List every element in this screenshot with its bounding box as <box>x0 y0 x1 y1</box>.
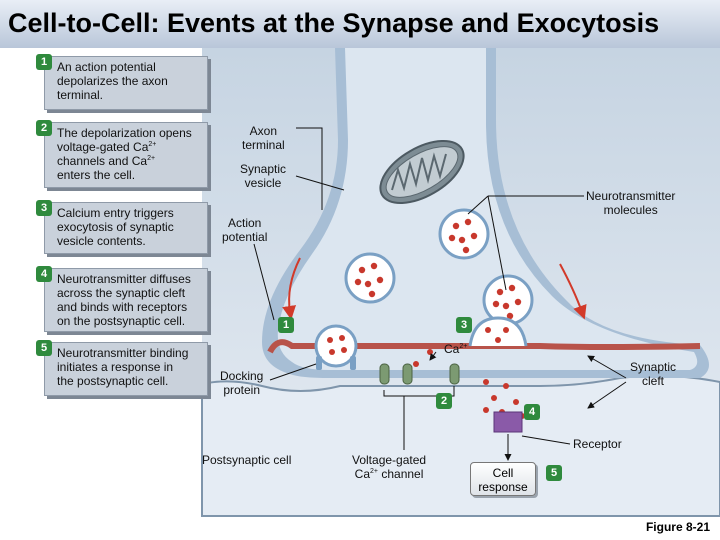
step-4-line: across the synaptic cleft <box>57 286 186 300</box>
step-2-line: enters the cell. <box>57 168 136 182</box>
leader-synaptic-cleft-up <box>587 355 627 379</box>
step-4-line: on the postsynaptic cell. <box>57 314 186 328</box>
step-3-badge: 3 <box>36 200 52 216</box>
receptor <box>493 411 523 433</box>
step-1-box: 1 An action potential depolarizes the ax… <box>36 54 208 110</box>
cell-response-box: Cell response <box>470 462 536 496</box>
step-1-badge: 1 <box>36 54 52 70</box>
step-5-line: initiates a response in <box>57 360 174 374</box>
step-2-badge: 2 <box>36 120 52 136</box>
step-5-box: 5 Neurotransmitter binding initiates a r… <box>36 340 208 396</box>
step-5-badge: 5 <box>36 340 52 356</box>
leader-docking-protein <box>269 363 317 381</box>
label-voltage-gated-channel: Voltage-gated Ca2+ channel <box>352 453 427 481</box>
superscript: 2+ <box>147 155 156 162</box>
superscript: 2+ <box>459 343 468 350</box>
label-receptor: Receptor <box>573 437 622 451</box>
figure-caption: Figure 8-21 <box>645 520 710 534</box>
step-2-box: 2 The depolarization opens voltage-gated… <box>36 120 208 188</box>
action-potential-arrow-left <box>282 257 301 320</box>
step-4-box: 4 Neurotransmitter diffuses across the s… <box>36 266 208 332</box>
step-4-text: Neurotransmitter diffuses across the syn… <box>57 272 203 328</box>
diagram-badge-4: 4 <box>524 404 540 420</box>
leader-synaptic-vesicle <box>295 175 345 191</box>
leader-action-potential <box>253 243 275 321</box>
synaptic-vesicle <box>438 208 490 260</box>
step-2-line: The depolarization opens <box>57 126 192 140</box>
diagram-badge-3: 3 <box>456 317 472 333</box>
step-5-text: Neurotransmitter binding initiates a res… <box>57 346 203 388</box>
action-potential-arrow-right <box>559 263 587 320</box>
docking-protein <box>316 356 356 370</box>
step-5-line: Neurotransmitter binding <box>57 346 189 360</box>
cell-response-line: response <box>478 480 528 494</box>
leader-synaptic-cleft-down <box>587 381 627 409</box>
leader-nt-molecules-a <box>467 195 489 215</box>
step-3-line: vesicle contents. <box>57 234 146 248</box>
mitochondrion <box>379 140 465 204</box>
leader-axon-terminal <box>296 127 323 210</box>
postsynaptic-cell <box>201 374 720 517</box>
step-1-line: An action potential <box>57 60 156 74</box>
step-2-text: The depolarization opens voltage-gated C… <box>57 126 203 182</box>
leader-voltage-gated-channel <box>383 386 455 397</box>
synaptic-vesicle <box>344 252 396 304</box>
step-5-line: the postsynaptic cell. <box>57 374 169 388</box>
leader-nt-molecules-b <box>487 195 507 291</box>
diagram-badge-2: 2 <box>436 393 452 409</box>
synaptic-vesicle <box>482 274 534 326</box>
ca-entry-arrow <box>429 351 437 361</box>
diagram-badge-1: 1 <box>278 317 294 333</box>
page-title: Cell-to-Cell: Events at the Synapse and … <box>8 8 660 38</box>
voltage-gated-channel <box>379 363 460 385</box>
step-1-line: depolarizes the axon <box>57 74 168 88</box>
superscript: 2+ <box>370 468 378 475</box>
step-2-line: channels and Ca <box>57 154 148 168</box>
step-3-text: Calcium entry triggers exocytosis of syn… <box>57 206 203 248</box>
step-3-line: Calcium entry triggers <box>57 206 174 220</box>
step-1-text: An action potential depolarizes the axon… <box>57 60 203 102</box>
step-2-line: voltage-gated Ca <box>57 140 149 154</box>
cell-response-line: Cell <box>492 466 514 480</box>
title-bar <box>0 0 720 48</box>
step-3-box: 3 Calcium entry triggers exocytosis of s… <box>36 200 208 254</box>
presynaptic-membrane <box>267 339 701 354</box>
label-ca: Ca2+ <box>444 342 468 356</box>
label-postsynaptic-cell: Postsynaptic cell <box>202 453 292 467</box>
leader-receptor <box>521 435 571 445</box>
step-4-line: and binds with receptors <box>57 300 188 314</box>
step-4-badge: 4 <box>36 266 52 282</box>
diagram-badge-5: 5 <box>546 465 562 481</box>
docked-vesicle <box>314 324 358 368</box>
superscript: 2+ <box>148 141 157 148</box>
step-1-line: terminal. <box>57 88 104 102</box>
step-4-line: Neurotransmitter diffuses <box>57 272 191 286</box>
step-3-line: exocytosis of synaptic <box>57 220 174 234</box>
fusing-vesicle <box>468 316 528 347</box>
